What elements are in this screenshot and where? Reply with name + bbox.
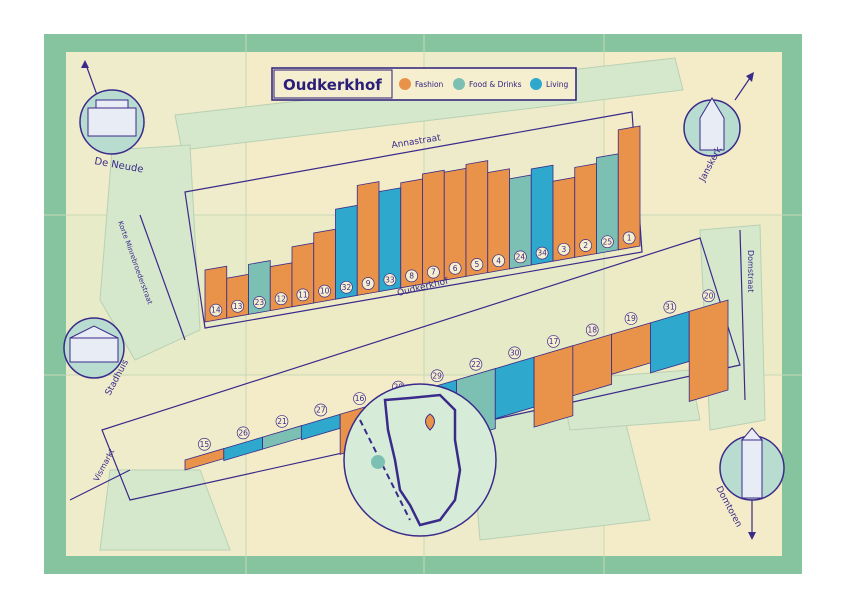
shop-number: 32	[342, 283, 352, 292]
shop-number-badge	[579, 239, 592, 252]
shop-number-badge	[430, 369, 444, 383]
shop-number: 14	[211, 306, 221, 315]
shop-number-badge	[508, 346, 522, 360]
shop-number: 29	[432, 371, 442, 380]
legend-label-food: Food & Drinks	[469, 80, 522, 89]
shop-number: 4	[496, 256, 501, 265]
legend-title: Oudkerkhof	[283, 76, 382, 94]
legend-swatch-fashion	[399, 78, 411, 90]
streets	[69, 111, 746, 501]
shop-number-badge	[361, 277, 375, 290]
shop-number: 22	[471, 360, 481, 369]
church-icon	[699, 97, 725, 151]
shop-number-badge	[427, 265, 440, 279]
legend-swatch-living	[530, 78, 542, 90]
legend-label-living: Living	[546, 80, 569, 89]
shop-number-badge	[296, 288, 310, 302]
shop-number-badge	[253, 296, 266, 309]
shop-number-badge	[547, 335, 560, 348]
shop-number-badge	[383, 273, 397, 287]
shop-number: 20	[704, 291, 714, 300]
shop-number-badge	[492, 254, 505, 268]
city-outline	[383, 393, 462, 527]
shops_north-plot[interactable]	[530, 164, 554, 266]
shop-number-badge	[314, 403, 328, 417]
locator-inset	[343, 383, 497, 537]
shop-number: 27	[316, 406, 326, 415]
shop-number-badge	[209, 303, 223, 317]
shop-number-badge	[236, 426, 250, 440]
shops_south-plot[interactable]	[533, 345, 574, 428]
shop-number: 16	[355, 394, 365, 403]
shop-number: 9	[366, 279, 371, 288]
shop-number-badge	[198, 437, 211, 451]
legend-swatch-food	[453, 78, 465, 90]
shops_south-plot[interactable]	[572, 333, 613, 397]
shop-number-badge	[514, 250, 527, 264]
street-label-domstraat: Domstraat	[746, 250, 755, 292]
shop-number: 24	[516, 253, 526, 262]
shop-number: 34	[537, 249, 547, 258]
shop-number: 17	[549, 337, 559, 346]
shop-number-badge	[663, 300, 677, 314]
shop-number-badge	[274, 292, 288, 306]
shop-number: 6	[453, 264, 458, 273]
shop-number-badge	[702, 289, 715, 303]
shop-number-badge	[535, 246, 549, 260]
shop-number: 30	[510, 348, 520, 357]
tower-icon	[741, 439, 763, 499]
shop-number: 13	[233, 302, 243, 311]
location-pin-icon	[425, 413, 435, 431]
shop-number: 8	[409, 272, 414, 281]
shop-number: 18	[587, 326, 597, 335]
shop-number-badge	[340, 280, 353, 294]
shops_north-plot[interactable]	[465, 160, 489, 277]
shops_north-plot[interactable]	[422, 169, 445, 285]
shop-number-badge	[470, 258, 484, 271]
shop-number-badge	[448, 261, 462, 275]
shop-number: 1	[627, 234, 632, 243]
shop-number: 26	[238, 428, 248, 437]
shop-number-badge	[622, 231, 636, 245]
shop-number: 10	[320, 287, 330, 296]
shop-number: 25	[603, 237, 613, 246]
shops_north-plot[interactable]	[356, 181, 380, 296]
shop-number: 3	[561, 245, 566, 254]
shop-number: 11	[298, 291, 308, 300]
shop-number-badge	[318, 284, 331, 298]
legend-label-fashion: Fashion	[415, 80, 444, 89]
shop-number-badge	[601, 235, 614, 249]
legend: Oudkerkhof Fashion Food & Drinks Living	[271, 67, 577, 101]
shop-number: 5	[474, 260, 479, 269]
shop-number: 19	[626, 314, 636, 323]
shop-number-badge	[624, 312, 638, 325]
shop-number: 21	[277, 417, 287, 426]
shop-number-badge	[469, 357, 483, 371]
shop-number-badge	[231, 299, 244, 313]
shop-number: 31	[665, 303, 675, 312]
shop-number-badge	[557, 242, 571, 256]
building-icon	[87, 107, 137, 137]
shops_north-plot[interactable]	[617, 125, 641, 251]
shop-number: 2	[583, 241, 588, 250]
shops_south-plot[interactable]	[688, 299, 729, 402]
shop-number-badge	[275, 415, 289, 428]
shop-number: 12	[276, 294, 286, 303]
shop-number: 7	[431, 268, 436, 277]
shop-number: 33	[385, 275, 395, 284]
shop-number-badge	[585, 323, 599, 337]
shop-number-badge	[353, 392, 366, 405]
townhall-icon	[69, 337, 119, 363]
shop-number: 23	[255, 298, 265, 307]
shop-number: 15	[200, 440, 210, 449]
shop-number-badge	[405, 269, 418, 283]
shops_north-plot[interactable]	[487, 168, 510, 274]
